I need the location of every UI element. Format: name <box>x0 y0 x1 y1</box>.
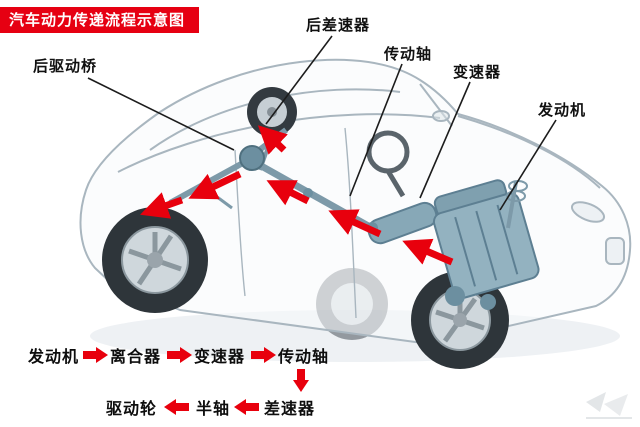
label-rear-drive-axle: 后驱动桥 <box>33 57 98 75</box>
flow-clutch: 离合器 <box>110 347 162 366</box>
steering-wheel-graphic <box>366 130 410 198</box>
page-title-text: 汽车动力传递流程示意图 <box>9 11 186 29</box>
label-transmission: 变速器 <box>453 63 502 81</box>
drivetrain-graphic <box>168 127 540 310</box>
flow-arrow-right-icon <box>83 347 108 363</box>
flow-differential: 差速器 <box>264 399 316 418</box>
label-leader-lines <box>87 35 557 211</box>
flow-drive-wheels: 驱动轮 <box>106 399 158 418</box>
flow-arrow-right-icon <box>251 347 276 363</box>
label-rear-differential: 后差速器 <box>306 16 371 34</box>
flow-arrow-left-icon <box>234 399 259 415</box>
power-flow-arrows <box>140 125 454 266</box>
flow-arrow-right-icon <box>167 347 192 363</box>
flow-half-shaft: 半轴 <box>196 399 231 418</box>
flow-arrow-left-icon <box>164 399 189 415</box>
watermark-logo <box>586 392 632 419</box>
flow-transmission: 变速器 <box>194 347 246 366</box>
flow-drive-shaft: 传动轴 <box>278 347 330 366</box>
flow-engine: 发动机 <box>28 347 80 366</box>
label-engine: 发动机 <box>538 101 587 119</box>
rear-left-wheel <box>102 207 208 313</box>
label-drive-shaft: 传动轴 <box>384 45 433 63</box>
flow-arrow-down-icon <box>293 369 309 392</box>
page-title: 汽车动力传递流程示意图 <box>0 7 200 33</box>
